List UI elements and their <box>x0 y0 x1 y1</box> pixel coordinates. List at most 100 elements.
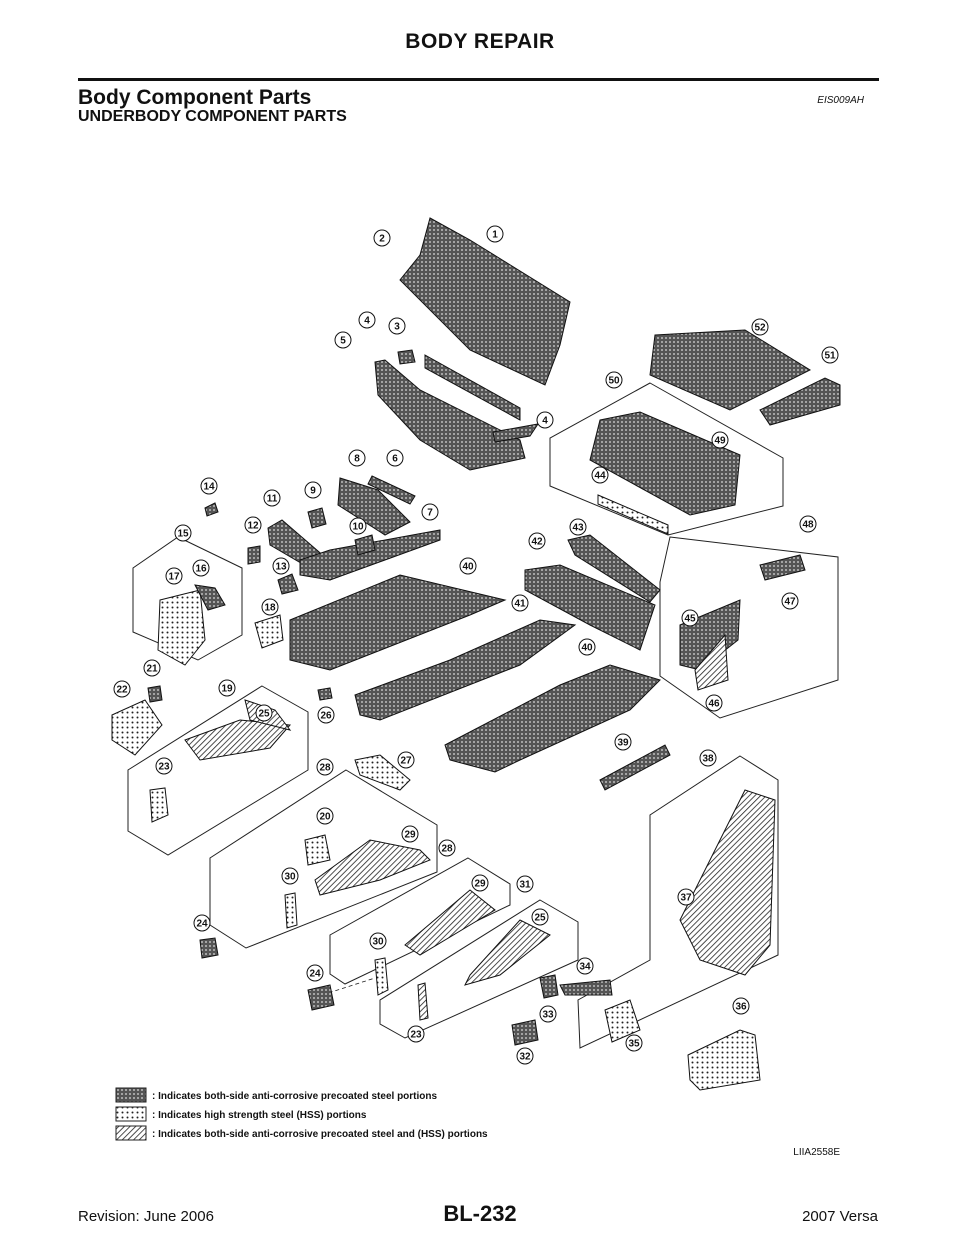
callout-42: 42 <box>528 532 546 550</box>
callout-32: 32 <box>516 1047 534 1065</box>
callout-24: 24 <box>306 964 324 982</box>
part-bracket-18 <box>254 614 284 649</box>
callout-circle <box>261 598 279 616</box>
callout-number: 38 <box>702 754 714 765</box>
callout-circle <box>605 371 623 389</box>
callout-number: 10 <box>352 522 364 533</box>
callout-number: 8 <box>354 454 360 465</box>
callout-44: 44 <box>591 466 609 484</box>
callout-23: 23 <box>407 1025 425 1043</box>
callout-number: 46 <box>708 699 720 710</box>
callout-circle <box>143 659 161 677</box>
part-bracket-23b <box>417 982 429 1021</box>
callout-number: 40 <box>462 562 474 573</box>
part-bracket-4a <box>397 349 416 365</box>
callout-circle <box>781 592 799 610</box>
callout-51: 51 <box>821 346 839 364</box>
callout-15: 15 <box>174 524 192 542</box>
callout-circle <box>304 481 322 499</box>
part-pillar-38 <box>679 789 776 976</box>
callout-number: 42 <box>531 537 543 548</box>
callout-number: 19 <box>221 684 233 695</box>
callout-number: 37 <box>680 893 692 904</box>
callout-number: 7 <box>427 508 433 519</box>
callout-circle <box>711 431 729 449</box>
callout-12: 12 <box>244 516 262 534</box>
callout-number: 50 <box>608 376 620 387</box>
part-rear-panel-51 <box>759 377 841 426</box>
callout-20: 20 <box>316 807 334 825</box>
group-outlines <box>127 382 839 1049</box>
callout-number: 15 <box>177 529 189 540</box>
callout-number: 47 <box>784 597 796 608</box>
callout-number: 16 <box>195 564 207 575</box>
callout-number: 43 <box>572 523 584 534</box>
part-panel-36 <box>687 1029 761 1091</box>
callout-circle <box>511 594 529 612</box>
callout-circle <box>539 1005 557 1023</box>
callout-45: 45 <box>681 609 699 627</box>
callout-3: 3 <box>388 317 406 335</box>
callout-circle <box>369 932 387 950</box>
callout-circle <box>486 225 504 243</box>
callout-number: 45 <box>684 614 696 625</box>
part-bracket-24a <box>199 937 219 959</box>
section-code: EIS009AH <box>817 95 864 106</box>
legend-swatch-both <box>115 1125 147 1141</box>
callout-number: 1 <box>492 230 498 241</box>
callout-circle <box>531 908 549 926</box>
callout-circle <box>244 516 262 534</box>
part-extension-46 <box>694 633 729 691</box>
part-floor-member-7 <box>299 529 441 581</box>
callout-circle <box>113 680 131 698</box>
callout-4: 4 <box>358 311 376 329</box>
callout-24: 24 <box>193 914 211 932</box>
legend-swatch-precoated <box>115 1087 147 1103</box>
part-side-member-29b <box>404 889 496 956</box>
part-strut-housing-17 <box>157 589 206 666</box>
callout-number: 4 <box>364 316 370 327</box>
part-rear-floor-49 <box>589 411 741 516</box>
callout-number: 33 <box>542 1010 554 1021</box>
callout-21: 21 <box>143 659 161 677</box>
callout-41: 41 <box>511 594 529 612</box>
callout-number: 2 <box>379 234 385 245</box>
callout-number: 27 <box>400 756 412 767</box>
callout-circle <box>421 503 439 521</box>
callout-number: 25 <box>258 709 270 720</box>
part-bracket-33 <box>539 974 559 999</box>
callout-number: 13 <box>275 562 287 573</box>
callout-circle <box>516 1047 534 1065</box>
part-member-42 <box>524 564 656 651</box>
callout-number: 23 <box>410 1030 422 1041</box>
callout-29: 29 <box>471 874 489 892</box>
part-bracket-24b <box>307 984 335 1011</box>
parts <box>111 217 841 1091</box>
part-member-25b <box>464 919 551 986</box>
callout-number: 6 <box>392 454 398 465</box>
part-bracket-30b <box>374 957 389 996</box>
callout-number: 39 <box>617 738 629 749</box>
callout-circle <box>699 749 717 767</box>
callout-circle <box>438 839 456 857</box>
callout-25: 25 <box>531 908 549 926</box>
callout-number: 14 <box>203 482 215 493</box>
footer-model: 2007 Versa <box>802 1208 878 1225</box>
callout-1: 1 <box>486 225 504 243</box>
callout-40: 40 <box>578 638 596 656</box>
callout-circle <box>576 957 594 975</box>
callout-circle <box>528 532 546 550</box>
callout-circle <box>316 758 334 776</box>
section-subtitle: UNDERBODY COMPONENT PARTS <box>78 108 347 125</box>
part-front-crossmember <box>374 359 526 471</box>
callout-number: 44 <box>594 471 606 482</box>
callout-9: 9 <box>304 481 322 499</box>
callout-circle <box>281 867 299 885</box>
callout-circle <box>407 1025 425 1043</box>
callout-circle <box>799 515 817 533</box>
callout-circle <box>397 751 415 769</box>
callout-circle <box>255 704 273 722</box>
callout-number: 29 <box>404 830 416 841</box>
callout-27: 27 <box>397 751 415 769</box>
